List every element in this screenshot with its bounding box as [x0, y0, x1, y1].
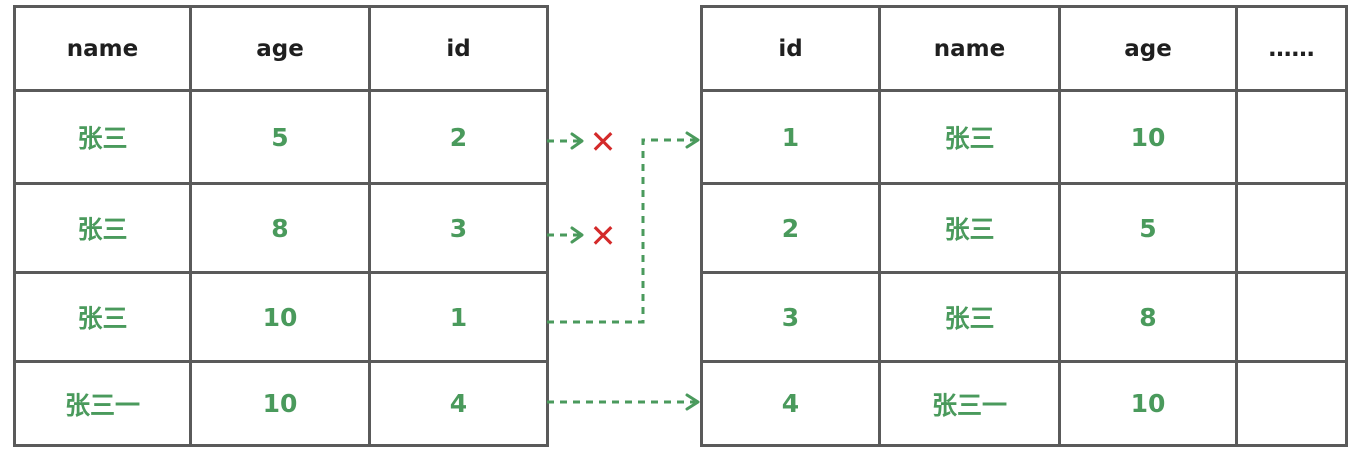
left-cell-age: 10 — [189, 271, 371, 363]
right-cell-id: 4 — [700, 360, 881, 447]
table-header-row: name age id — [13, 5, 549, 92]
left-header-name: name — [13, 5, 192, 92]
left-header-age: age — [189, 5, 371, 92]
reject-cross-icon: ✕ — [590, 217, 617, 255]
left-cell-age: 10 — [189, 360, 371, 447]
right-header-name: name — [878, 5, 1061, 92]
table-row: 2 张三 5 — [700, 182, 1348, 274]
left-cell-id: 1 — [368, 271, 549, 363]
table-row: 张三 10 1 — [13, 271, 549, 363]
left-cell-name: 张三一 — [13, 360, 192, 447]
right-cell-id: 3 — [700, 271, 881, 363]
left-cell-name: 张三 — [13, 89, 192, 185]
table-row: 张三 8 3 — [13, 182, 549, 274]
reject-cross-icon: ✕ — [590, 123, 617, 161]
left-table: name age id 张三 5 2 张三 8 3 张三 10 1 张三一 10… — [13, 5, 549, 447]
right-header-id: id — [700, 5, 881, 92]
right-cell-name: 张三 — [878, 271, 1061, 363]
right-cell-more — [1235, 271, 1348, 363]
table-row: 张三一 10 4 — [13, 360, 549, 447]
right-cell-name: 张三 — [878, 182, 1061, 274]
left-header-id: id — [368, 5, 549, 92]
table-row: 1 张三 10 — [700, 89, 1348, 185]
table-row: 3 张三 8 — [700, 271, 1348, 363]
left-cell-name: 张三 — [13, 271, 192, 363]
left-cell-id: 3 — [368, 182, 549, 274]
left-cell-id: 4 — [368, 360, 549, 447]
right-cell-name: 张三 — [878, 89, 1061, 185]
table-header-row: id name age …… — [700, 5, 1348, 92]
right-cell-age: 8 — [1058, 271, 1238, 363]
arrow-head-icon — [685, 131, 700, 149]
right-cell-id: 1 — [700, 89, 881, 185]
arrow-head-icon — [685, 393, 700, 411]
table-row: 张三 5 2 — [13, 89, 549, 185]
right-cell-age: 5 — [1058, 182, 1238, 274]
arrow-head-icon — [570, 132, 584, 150]
dashed-arrow-line — [547, 138, 695, 324]
left-cell-id: 2 — [368, 89, 549, 185]
left-cell-age: 5 — [189, 89, 371, 185]
right-header-more: …… — [1235, 5, 1348, 92]
left-cell-name: 张三 — [13, 182, 192, 274]
right-cell-more — [1235, 182, 1348, 274]
right-header-age: age — [1058, 5, 1238, 92]
right-cell-age: 10 — [1058, 89, 1238, 185]
arrow-head-icon — [570, 226, 584, 244]
table-row: 4 张三一 10 — [700, 360, 1348, 447]
right-table: id name age …… 1 张三 10 2 张三 5 3 张三 8 4 张… — [700, 5, 1348, 447]
left-cell-age: 8 — [189, 182, 371, 274]
right-cell-more — [1235, 89, 1348, 185]
right-cell-id: 2 — [700, 182, 881, 274]
right-cell-age: 10 — [1058, 360, 1238, 447]
right-cell-name: 张三一 — [878, 360, 1061, 447]
right-cell-more — [1235, 360, 1348, 447]
